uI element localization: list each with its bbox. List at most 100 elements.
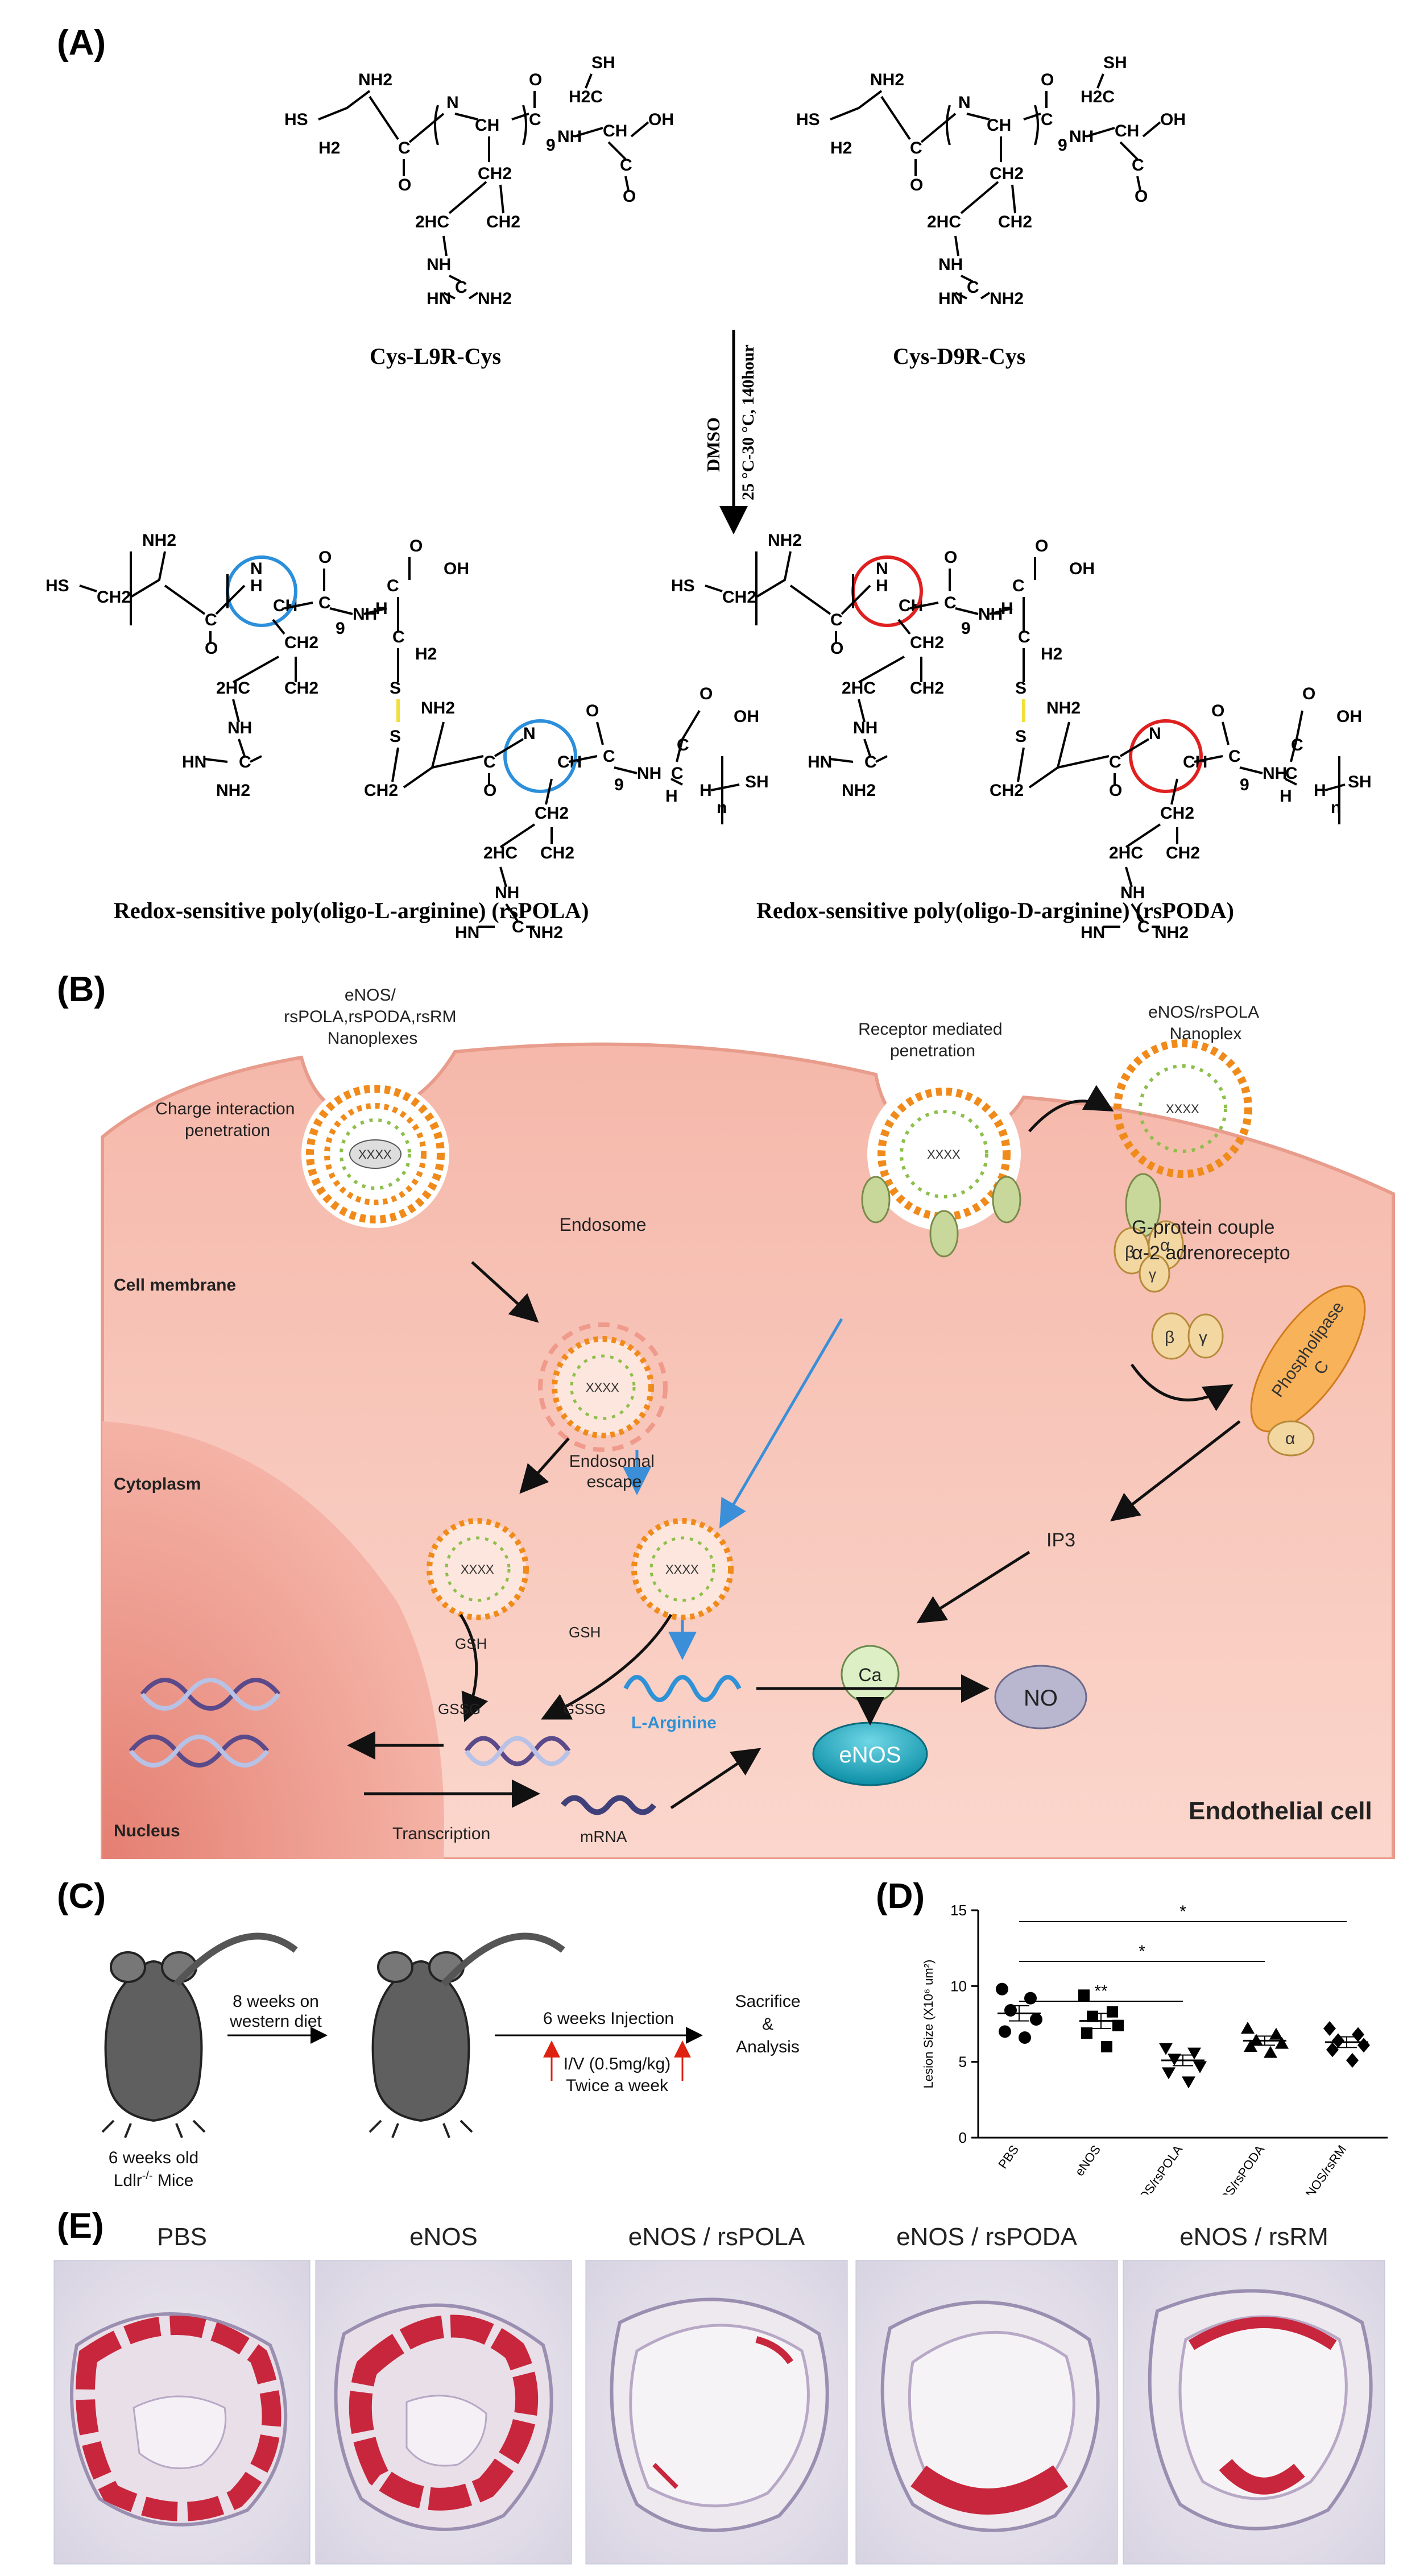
data-point-4-0 bbox=[1323, 2021, 1336, 2036]
histology-image-enos bbox=[315, 2260, 572, 2565]
svg-text:C: C bbox=[967, 278, 979, 297]
svg-text:O: O bbox=[1035, 537, 1048, 555]
sig-label-0: ** bbox=[1094, 1982, 1108, 2001]
svg-text:HS: HS bbox=[671, 576, 695, 595]
svg-text:C: C bbox=[1041, 110, 1053, 129]
svg-text:CH: CH bbox=[1115, 122, 1139, 140]
svg-text:C: C bbox=[239, 753, 251, 771]
polymer1-label: Redox-sensitive poly(oligo-L-arginine) (… bbox=[114, 898, 589, 923]
svg-text:O: O bbox=[318, 548, 332, 567]
svg-text:O: O bbox=[623, 187, 636, 206]
svg-text:N: N bbox=[250, 559, 263, 578]
svg-text:CH2: CH2 bbox=[1160, 804, 1194, 823]
svg-text:NH2: NH2 bbox=[358, 70, 392, 89]
endothelial-label: Endothelial cell bbox=[1189, 1797, 1372, 1825]
svg-text:γ: γ bbox=[1149, 1266, 1156, 1283]
svg-text:H2C: H2C bbox=[569, 88, 603, 106]
cell-membrane-label: Cell membrane bbox=[114, 1276, 236, 1295]
svg-text:O: O bbox=[586, 702, 599, 720]
svg-text:O: O bbox=[1135, 187, 1148, 206]
svg-text:XXXX: XXXX bbox=[1166, 1102, 1199, 1116]
svg-text:NH2: NH2 bbox=[768, 531, 802, 550]
svg-text:NH2: NH2 bbox=[142, 531, 176, 550]
svg-text:C: C bbox=[1018, 628, 1030, 646]
histo-label-pbs: PBS bbox=[156, 2223, 208, 2251]
receptor-label: Receptor mediated penetration bbox=[858, 1020, 1007, 1060]
no-label: NO bbox=[1024, 1686, 1058, 1711]
svg-text:HS: HS bbox=[796, 110, 820, 129]
svg-text:XXXX: XXXX bbox=[665, 1562, 699, 1577]
svg-text:H: H bbox=[1280, 787, 1292, 806]
svg-text:C: C bbox=[205, 611, 217, 629]
data-point-2-3 bbox=[1193, 2061, 1207, 2073]
svg-text:C: C bbox=[910, 139, 922, 157]
mouse-icon-1 bbox=[101, 1932, 298, 2138]
histology-image-enos-rspoda bbox=[855, 2260, 1118, 2565]
svg-text:9: 9 bbox=[614, 775, 624, 794]
svg-text:C: C bbox=[455, 278, 467, 297]
panel-e-letter: (E) bbox=[57, 2206, 104, 2246]
y-tick-label-3: 15 bbox=[950, 1902, 967, 1919]
svg-text:SH: SH bbox=[591, 53, 615, 72]
compound2-label: Cys-D9R-Cys bbox=[893, 343, 1025, 369]
svg-text:O: O bbox=[1041, 70, 1054, 89]
svg-text:C: C bbox=[603, 747, 615, 766]
svg-text:HN: HN bbox=[938, 289, 963, 308]
svg-text:C: C bbox=[1285, 764, 1298, 783]
diet-label-2: western diet bbox=[229, 2012, 322, 2031]
svg-text:C: C bbox=[1137, 918, 1150, 936]
panel-b-letter: (B) bbox=[57, 970, 106, 1009]
data-point-0-5 bbox=[1019, 2031, 1031, 2044]
l-chirality-circle-2 bbox=[503, 719, 577, 793]
histology-image-enos-rspola bbox=[585, 2260, 848, 2565]
data-point-3-2 bbox=[1249, 2034, 1263, 2046]
histo-label-enos: eNOS bbox=[409, 2223, 478, 2251]
panel-d-letter: (D) bbox=[876, 1877, 925, 1916]
dna-released bbox=[464, 1736, 571, 1766]
ip3-label: IP3 bbox=[1046, 1529, 1075, 1551]
nucleus-label: Nucleus bbox=[114, 1822, 180, 1840]
svg-text:CH2: CH2 bbox=[486, 213, 520, 231]
data-point-3-1 bbox=[1269, 2027, 1283, 2040]
svg-text:NH: NH bbox=[427, 255, 451, 274]
svg-text:9: 9 bbox=[546, 136, 556, 155]
nanoplex-right: XXXX bbox=[1114, 1039, 1252, 1238]
svg-text:OH: OH bbox=[444, 559, 469, 578]
svg-text:C: C bbox=[392, 628, 405, 646]
data-point-4-1 bbox=[1352, 2027, 1364, 2042]
data-point-3-3 bbox=[1275, 2036, 1289, 2049]
svg-text:CH2: CH2 bbox=[910, 679, 944, 698]
atom-hs: HS bbox=[284, 110, 308, 129]
mouse-label-2: Ldlr-/- Mice bbox=[114, 2170, 194, 2190]
panel-c-letter: (C) bbox=[57, 1877, 106, 1916]
svg-text:C: C bbox=[387, 576, 399, 595]
svg-text:NH: NH bbox=[1069, 127, 1094, 146]
svg-text:S: S bbox=[1015, 727, 1026, 746]
nanoplex-left: XXXX bbox=[301, 1080, 449, 1228]
svg-text:O: O bbox=[398, 176, 411, 194]
compound1-label: Cys-L9R-Cys bbox=[370, 343, 501, 369]
svg-text:C: C bbox=[1012, 576, 1025, 595]
data-point-4-4 bbox=[1326, 2042, 1339, 2058]
svg-text:O: O bbox=[1211, 702, 1224, 720]
svg-text:H2: H2 bbox=[830, 139, 852, 157]
x-label-4: eNOS/rsRM bbox=[1299, 2143, 1349, 2195]
svg-text:SH: SH bbox=[1103, 53, 1127, 72]
iv-label-1: I/V (0.5mg/kg) bbox=[564, 2055, 670, 2073]
polymer2-label: Redox-sensitive poly(oligo-D-arginine) (… bbox=[756, 898, 1234, 923]
gssg-label-2: GSSG bbox=[563, 1700, 606, 1718]
gprotein-label: G-protein couple bbox=[1132, 1217, 1274, 1238]
svg-text:H2: H2 bbox=[318, 139, 340, 157]
svg-text:O: O bbox=[529, 70, 542, 89]
polymer-rspoda: HS CH2 NH2 C O N H CH O C 9 NH CH2 2HC C… bbox=[671, 531, 1372, 942]
plc-alpha bbox=[1267, 1420, 1315, 1457]
svg-text:C: C bbox=[318, 594, 331, 612]
mrna-label: mRNA bbox=[580, 1828, 627, 1845]
data-point-0-1 bbox=[1024, 1992, 1037, 2005]
svg-text:C: C bbox=[1228, 747, 1241, 766]
svg-text:CH2: CH2 bbox=[1166, 844, 1200, 862]
svg-text:β: β bbox=[1165, 1328, 1174, 1347]
y-tick-label-1: 5 bbox=[959, 2054, 967, 2071]
panel-a-chemistry: HS H2 NH2 C O N CH CH2 2HC CH2 NH HN NH2… bbox=[45, 53, 1372, 942]
svg-text:HN: HN bbox=[455, 923, 479, 942]
